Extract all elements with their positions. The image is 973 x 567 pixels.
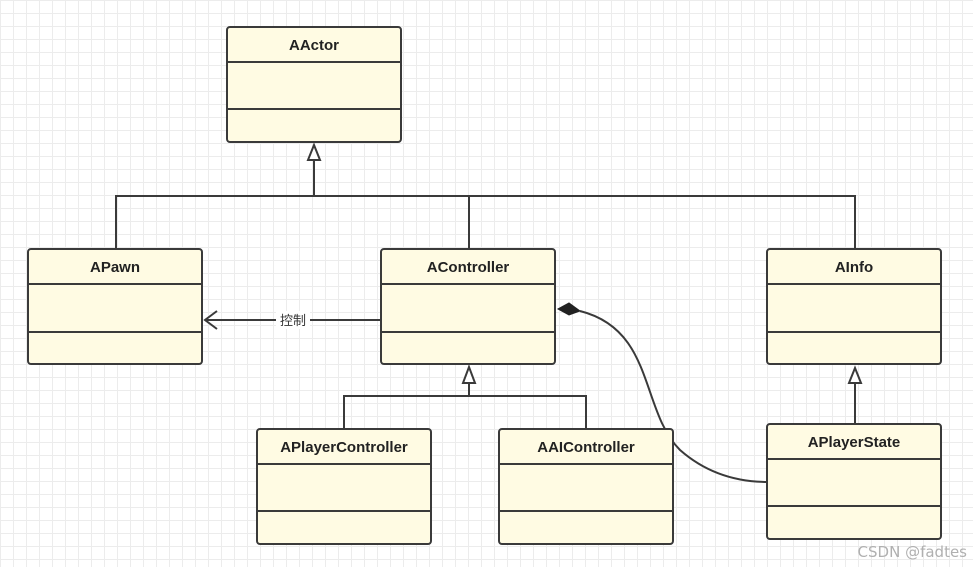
class-aaicontroller[interactable]: AAIController bbox=[498, 428, 674, 545]
control-label: 控制 bbox=[280, 314, 306, 329]
class-apawn[interactable]: APawn bbox=[27, 248, 203, 365]
open-arrowhead-apawn bbox=[203, 310, 218, 330]
class-name-acontroller: AController bbox=[427, 259, 510, 276]
class-aactor[interactable]: AActor bbox=[226, 26, 402, 143]
edge-acontroller-aactor bbox=[314, 195, 470, 248]
inheritance-to-aactor bbox=[115, 142, 856, 248]
edge-aaicontroller-acontroller bbox=[469, 395, 587, 428]
class-name-aplayercontroller: APlayerController bbox=[280, 439, 408, 456]
edge-apawn-aactor bbox=[115, 195, 314, 248]
class-name-aactor: AActor bbox=[289, 37, 339, 54]
class-name-apawn: APawn bbox=[90, 259, 140, 276]
class-aplayercontroller[interactable]: APlayerController bbox=[256, 428, 432, 545]
edge-aplayercontroller-acontroller bbox=[343, 395, 469, 428]
class-name-aplayerstate: APlayerState bbox=[808, 434, 901, 451]
class-aplayerstate[interactable]: APlayerState bbox=[766, 423, 942, 540]
class-name-aaicontroller: AAIController bbox=[537, 439, 635, 456]
control-association: 控制 bbox=[203, 310, 381, 330]
inheritance-to-ainfo bbox=[847, 365, 863, 424]
inheritance-arrowhead-aactor bbox=[306, 142, 322, 161]
class-ainfo[interactable]: AInfo bbox=[766, 248, 942, 365]
class-acontroller[interactable]: AController bbox=[380, 248, 556, 365]
inheritance-to-acontroller bbox=[343, 364, 587, 428]
composition-diamond bbox=[556, 302, 582, 316]
watermark: CSDN @fadtes bbox=[857, 543, 967, 561]
inheritance-arrowhead-acontroller bbox=[461, 364, 477, 384]
edge-ainfo-aactor bbox=[314, 195, 856, 248]
control-label-bg bbox=[276, 311, 310, 329]
class-name-ainfo: AInfo bbox=[835, 259, 873, 276]
inheritance-arrowhead-ainfo bbox=[847, 365, 863, 384]
